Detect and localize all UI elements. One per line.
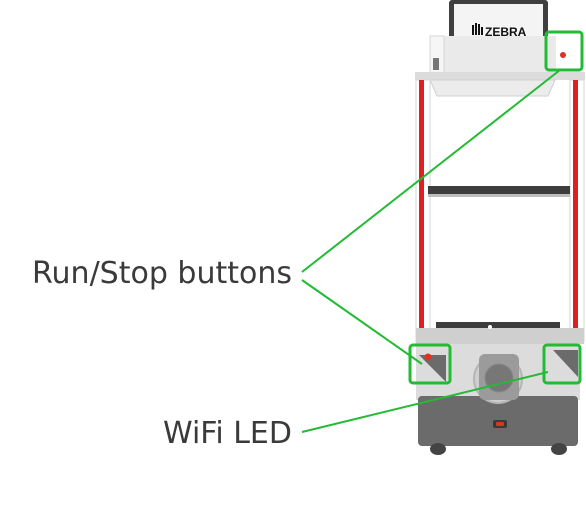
base-sensor: [484, 363, 514, 393]
callout-lines: [301, 69, 561, 433]
left-light-strip: [419, 80, 424, 342]
wheel-left: [430, 443, 446, 455]
middle-shelf: [428, 186, 570, 197]
zebra-head-logo-icon: [472, 23, 483, 35]
callout-line-left: [301, 279, 423, 365]
callout-line-top: [301, 69, 561, 273]
right-post: [569, 79, 585, 343]
base-top: [416, 322, 584, 344]
robot-head: [415, 35, 585, 97]
wheel-right: [551, 443, 567, 455]
run-stop-button-left: [408, 343, 452, 385]
robot-base: [416, 344, 580, 455]
brand-text: ZEBRA: [485, 25, 527, 39]
wifi-led-label: WiFi LED: [163, 416, 292, 451]
run-stop-button-right: [542, 343, 582, 385]
left-post: [415, 79, 431, 343]
right-light-strip: [573, 80, 578, 342]
top-run-stop-button: [544, 30, 584, 72]
callout-line-wifi: [301, 371, 549, 433]
zebra-logo: ZEBRA: [472, 23, 527, 39]
run-stop-label: Run/Stop buttons: [32, 256, 292, 291]
